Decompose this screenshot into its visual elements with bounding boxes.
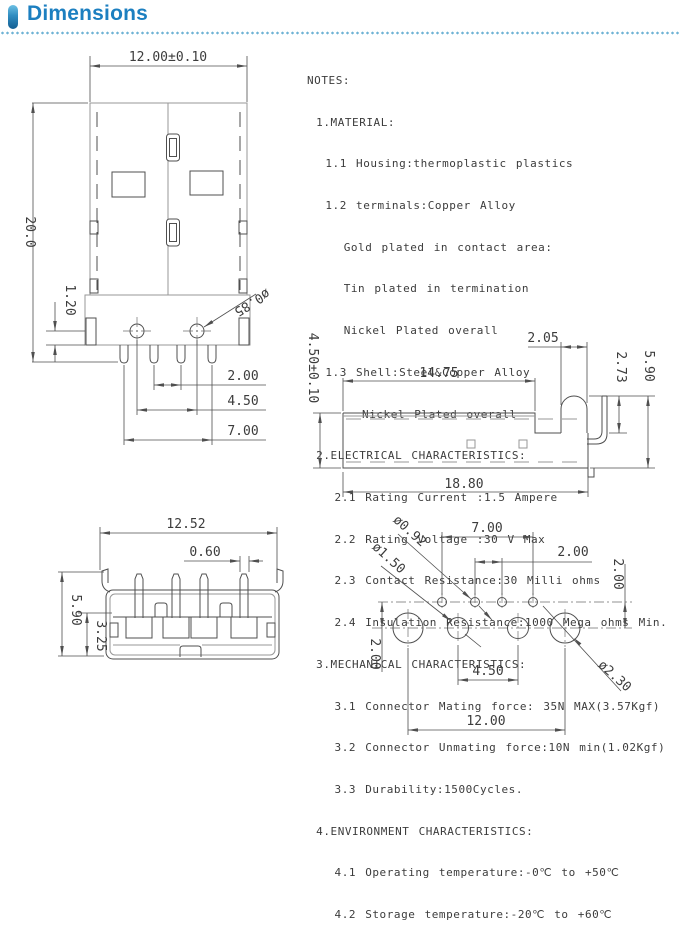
dim-top-height: 20.0 [22, 216, 37, 247]
solder-post [560, 395, 588, 433]
side-view-drawing: 4.50±0.10 14.75 2.05 2.73 5.90 18.80 [305, 331, 656, 497]
top-view-drawing: 12.00±0.10 ø0.85 20.0 [22, 50, 272, 445]
note-line: 1.1 Housing:thermoplastic plastics [307, 157, 574, 171]
page-title: Dimensions [27, 2, 149, 25]
note-line: 1.MATERIAL: [307, 115, 396, 129]
note-line: Gold plated in contact area: [307, 240, 553, 254]
pcb-lead [587, 395, 608, 445]
dim-top-base-step: 1.20 [62, 284, 77, 315]
note-line: NOTES: [307, 73, 351, 87]
pin [199, 573, 209, 618]
rear-view-drawing: 12.52 0.60 5.90 3.25 [58, 517, 284, 660]
dim-top-pin-span: 7.00 [227, 424, 258, 439]
pin [119, 345, 129, 364]
shell-window-right [189, 170, 224, 196]
dimensions-drawing: 12.00±0.10 ø0.85 20.0 [22, 50, 656, 735]
note-line: 2.ELECTRICAL CHARACTERISTICS: [307, 449, 527, 463]
note-line: Nickel Plated overall [307, 324, 499, 338]
dim-rear-width: 12.52 [166, 517, 205, 532]
dim-fp-pin-pitch: 2.00 [557, 545, 588, 560]
leader-arrowhead [574, 638, 582, 646]
shell-outline [105, 589, 280, 660]
note-line: 4.2 Storage temperature:-20℃ to +60℃ [307, 908, 613, 922]
note-line: 3.2 Connector Unmating force:10N min(1.0… [307, 741, 666, 755]
dim-side-post-width: 2.05 [527, 331, 558, 346]
header-accent-bar-icon [8, 5, 18, 29]
note-line: 2.1 Rating Current :1.5 Ampere [307, 491, 558, 504]
dim-top-hole-dia: ø0.85 [231, 285, 272, 318]
pin [176, 345, 186, 364]
dim-side-lead-height: 2.73 [613, 351, 628, 382]
note-line: 3.MECHANICAL CHARACTERISTICS: [307, 657, 527, 671]
note-line: 4.1 Operating temperature:-0℃ to +50℃ [307, 866, 620, 880]
pin [171, 573, 181, 618]
note-line: 2.3 Contact Resistance:30 Milli ohms [307, 574, 601, 588]
note-line: 3.1 Connector Mating force: 35N MAX(3.57… [307, 699, 661, 713]
shell-flange [101, 568, 111, 593]
shell-window-left [111, 171, 146, 198]
dim-top-width: 12.00±0.10 [129, 50, 207, 65]
dotted-divider [0, 31, 680, 35]
dim-side-shell-length: 14.75 [419, 366, 458, 381]
dim-fp-shell-hole-span: 12.00 [466, 714, 505, 729]
dim-fp-pin-span: 7.00 [471, 521, 502, 536]
note-line: 1.2 terminals:Copper Alloy [307, 198, 516, 212]
dim-side-total-height: 5.90 [641, 350, 656, 381]
note-line: 4.ENVIRONMENT CHARACTERISTICS: [307, 824, 534, 838]
dim-side-body-height: 4.50±0.10 [305, 333, 320, 403]
dim-top-pin-pitch: 2.00 [227, 369, 258, 384]
dim-rear-pin-width: 0.60 [189, 545, 220, 560]
note-line: Tin plated in termination [307, 282, 530, 296]
note-line: Nickel Plated overall [307, 407, 517, 421]
dim-rear-height: 5.90 [68, 594, 83, 625]
dim-fp-row-gap-right: 2.00 [610, 558, 625, 589]
dim-side-total-length: 18.80 [444, 477, 483, 492]
dim-fp-shell-hole-dia: ø2.30 [595, 658, 634, 695]
dim-fp-row-gap-left: 2.00 [367, 638, 382, 669]
note-line: 1.3 Shell:Steel&Copper Alloy [307, 365, 531, 379]
pin [134, 573, 144, 618]
footprint-drawing: 7.00 2.00 2.00 2.00 ø0.92 ø1.50 ø2.30 4.… [367, 513, 634, 735]
pin [207, 345, 217, 364]
shell-flange [274, 568, 284, 593]
note-line: 3.3 Durability:1500Cycles. [307, 783, 524, 797]
pin [239, 573, 249, 618]
dim-fp-mid-hole-span: 4.50 [472, 664, 503, 679]
pin [149, 345, 159, 364]
dim-top-hole-span: 4.50 [227, 394, 258, 409]
page-header: Dimensions [0, 0, 680, 40]
dim-rear-cavity-height: 3.25 [93, 620, 108, 651]
